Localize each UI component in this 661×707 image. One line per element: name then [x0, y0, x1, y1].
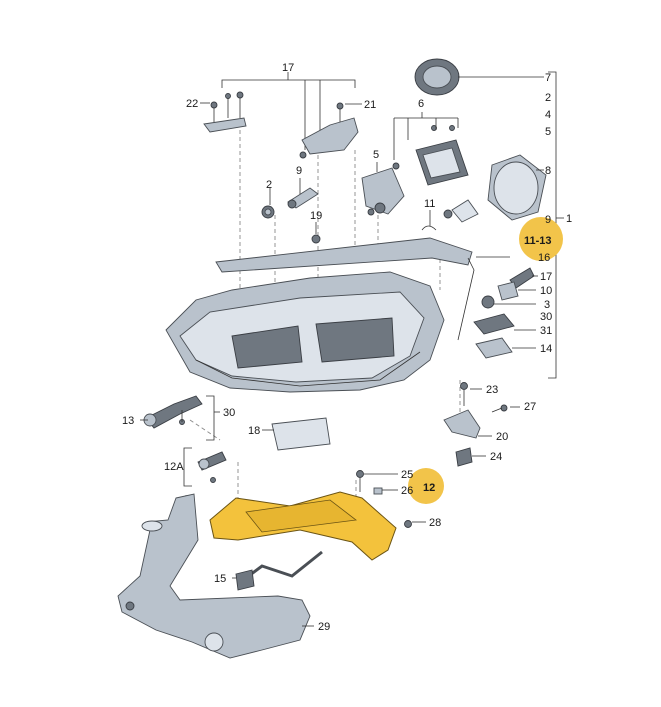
part-27-screw: [491, 404, 508, 413]
label-24: 24: [490, 451, 502, 463]
label-12: 12: [423, 482, 435, 494]
label-30-right: 30: [540, 311, 552, 323]
label-4: 4: [545, 109, 551, 121]
label-17-top: 17: [282, 62, 294, 74]
headlight-housing: [165, 271, 445, 393]
part-14-pad: [475, 337, 513, 359]
part-31-plate: [473, 313, 515, 335]
label-8: 8: [545, 165, 551, 177]
part-3-bulb: [481, 295, 495, 309]
label-17-right: 17: [540, 271, 552, 283]
part-26-nut: [373, 487, 383, 495]
label-20: 20: [496, 431, 508, 443]
label-2-left: 2: [266, 179, 272, 191]
label-12a: 12A: [164, 461, 184, 473]
label-5-left: 5: [373, 149, 379, 161]
label-25: 25: [401, 469, 413, 481]
part-labels: 17 22 21 6 7 2 4 5 8 9 1 11-13 16 17 10 …: [122, 62, 572, 633]
highlight-11-13: [519, 217, 563, 261]
label-18: 18: [248, 425, 260, 437]
part-22-bracket: [203, 91, 247, 133]
leader-lines: [140, 76, 544, 627]
part-24-clip: [455, 447, 473, 467]
label-22: 22: [186, 98, 198, 110]
label-3: 3: [544, 299, 550, 311]
label-31: 31: [540, 325, 552, 337]
part-25-screw: [356, 470, 364, 492]
part-10-socket: [497, 281, 519, 301]
label-9-left: 9: [296, 165, 302, 177]
label-16: 16: [538, 252, 550, 264]
label-26: 26: [401, 485, 413, 497]
label-23: 23: [486, 384, 498, 396]
label-7: 7: [545, 72, 551, 84]
part-20-bracket: [443, 409, 481, 439]
label-10: 10: [540, 285, 552, 297]
label-11: 11: [424, 198, 435, 210]
part-19-screw: [311, 234, 321, 244]
label-28: 28: [429, 517, 441, 529]
label-2-right: 2: [545, 92, 551, 104]
part-18-pad: [271, 417, 331, 451]
label-1: 1: [566, 213, 572, 225]
part-12-bracket: [209, 491, 397, 561]
part-11-bulb: [421, 199, 479, 231]
highlight-12: [408, 468, 444, 504]
part-17-bracket: [299, 102, 359, 159]
part-4-module: [392, 125, 469, 186]
label-29: 29: [318, 621, 330, 633]
part-23-screw: [460, 382, 468, 406]
part-12a-sensor: [197, 451, 227, 483]
label-14: 14: [540, 343, 552, 355]
part-29-frame: [117, 493, 311, 659]
highlight-markers: [408, 217, 563, 504]
label-11-13: 11-13: [524, 235, 552, 247]
label-9-right: 9: [545, 214, 551, 226]
label-21: 21: [364, 99, 376, 111]
part-5-motor: [361, 167, 405, 216]
part-7-cap: [414, 58, 460, 96]
label-15: 15: [214, 573, 226, 585]
part-8-cover: [487, 154, 547, 221]
label-19: 19: [310, 210, 322, 222]
part-9-bulb: [287, 187, 319, 209]
label-30-left: 30: [223, 407, 235, 419]
part-15-hose: [235, 550, 323, 591]
label-27: 27: [524, 401, 536, 413]
part-2-holder: [261, 205, 275, 219]
label-5-right: 5: [545, 126, 551, 138]
part-16-strip: [215, 237, 475, 341]
label-13: 13: [122, 415, 134, 427]
part-13-sensor: [143, 395, 203, 429]
label-6: 6: [418, 98, 424, 110]
part-28-screw: [404, 520, 412, 528]
